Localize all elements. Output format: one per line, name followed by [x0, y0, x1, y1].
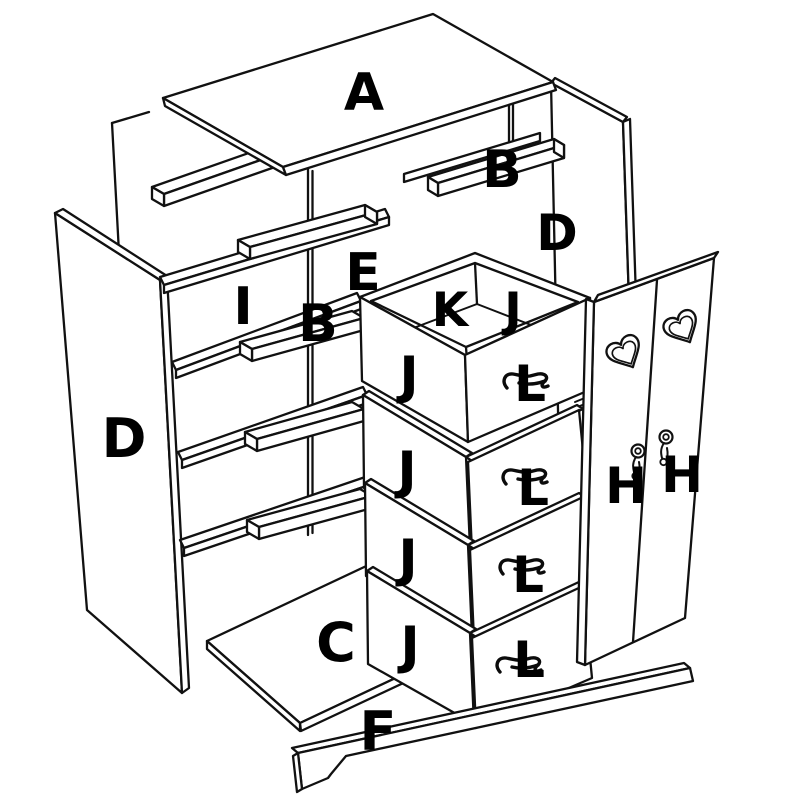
label-drawer4-side: J — [397, 616, 419, 676]
label-rail-i: I — [233, 277, 252, 337]
doors — [575, 250, 720, 667]
label-side-panel-right: D — [536, 204, 578, 262]
label-top-panel: A — [344, 63, 384, 123]
label-bottom-panel: C — [316, 611, 356, 674]
label-drawer-side-inner: J — [501, 283, 522, 338]
label-plinth-rail: F — [360, 700, 397, 763]
part-labels: A B D E I B K J J L J L J L J L D C F H … — [102, 63, 703, 763]
label-drawer1-front: L — [514, 355, 546, 413]
drawer-1-open — [358, 251, 596, 444]
top-rails-right — [402, 131, 566, 198]
top-panel — [161, 12, 558, 177]
label-drawer3-side: J — [395, 529, 417, 589]
side-panel-left — [53, 207, 191, 695]
label-drawer3-front: L — [512, 546, 544, 604]
label-door-left: H — [605, 457, 647, 515]
plinth-rail — [290, 661, 695, 794]
label-rail-b-top: B — [482, 140, 522, 200]
drawer-runner-rails-left — [150, 133, 391, 558]
label-door-right: H — [661, 446, 703, 504]
label-drawer-back: K — [432, 283, 470, 338]
label-drawer1-side: J — [396, 346, 418, 406]
label-rail-b-left: B — [298, 294, 338, 354]
label-drawer2-side: J — [394, 441, 416, 501]
label-drawer2-front: L — [517, 459, 549, 517]
label-side-panel-left: D — [102, 407, 147, 470]
label-divider: E — [345, 243, 381, 303]
label-drawer4-front: L — [513, 631, 545, 689]
